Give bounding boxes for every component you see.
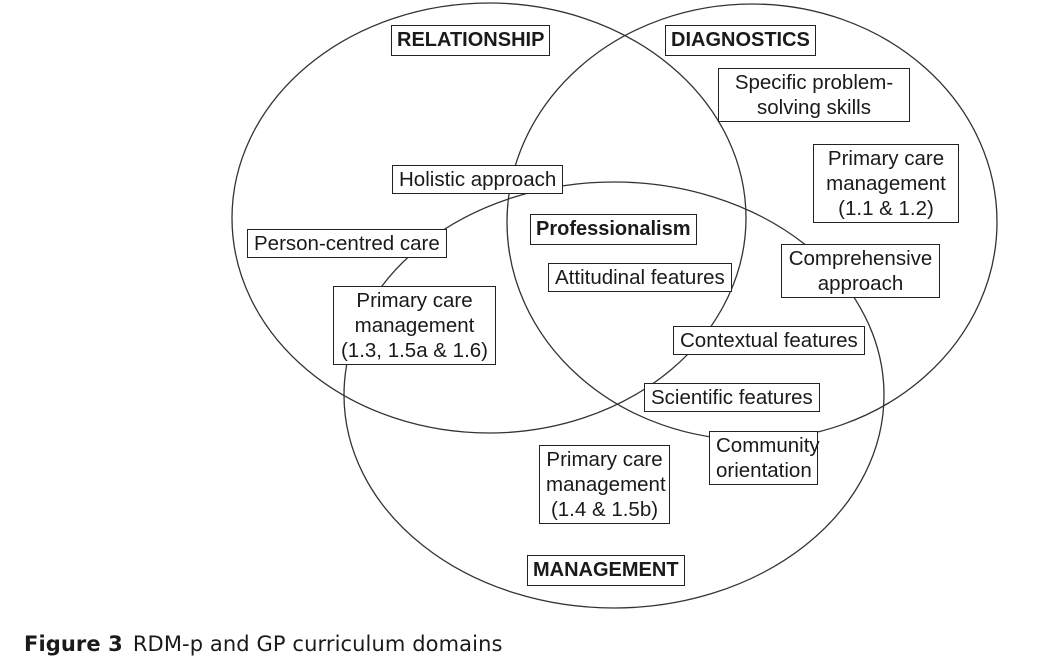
primary-care-management-box: Primary care management (1.4 & 1.5b) (539, 445, 670, 524)
text-line: Comprehensive (788, 247, 933, 270)
community-orientation-box: Community orientation (709, 431, 820, 485)
figure-caption: Figure 3 RDM-p and GP curriculum domains (24, 632, 503, 656)
management-domain-label: MANAGEMENT (527, 555, 685, 586)
text-line: Specific problem- (734, 71, 894, 94)
primary-care-relationship-box: Primary care management (1.3, 1.5a & 1.6… (333, 286, 496, 365)
holistic-approach-box: Holistic approach (392, 165, 564, 194)
figure-label: Figure 3 (24, 632, 123, 656)
text-line: orientation (716, 459, 812, 482)
diagnostics-domain-label: DIAGNOSTICS (665, 25, 816, 56)
scientific-features-box: Scientific features (644, 383, 820, 412)
text-line: solving skills (757, 96, 871, 119)
caption-text: RDM-p and GP curriculum domains (132, 632, 503, 656)
text-line: management (826, 172, 946, 195)
relationship-domain-label: RELATIONSHIP (391, 25, 551, 56)
text-line: management (354, 314, 475, 337)
text-line: Primary care (546, 448, 663, 471)
specific-problem-solving-box: Specific problem- solving skills (718, 68, 910, 122)
text-line: Community (716, 434, 820, 457)
text-line: approach (817, 272, 904, 295)
text-line: Primary care (356, 289, 473, 312)
text-line: Primary care (827, 147, 945, 170)
professionalism-label: Professionalism (530, 214, 697, 245)
person-centred-care-box: Person-centred care (247, 229, 447, 258)
text-line: (1.4 & 1.5b) (550, 498, 659, 521)
contextual-features-box: Contextual features (673, 326, 865, 355)
management-circle (343, 181, 885, 609)
text-line: (1.1 & 1.2) (838, 197, 934, 220)
attitudinal-features-box: Attitudinal features (548, 263, 732, 292)
text-line: (1.3, 1.5a & 1.6) (340, 339, 488, 362)
comprehensive-approach-box: Comprehensive approach (781, 244, 940, 298)
primary-care-diagnostics-box: Primary care management (1.1 & 1.2) (813, 144, 959, 223)
text-line: management (546, 473, 666, 496)
relationship-circle (231, 2, 747, 434)
